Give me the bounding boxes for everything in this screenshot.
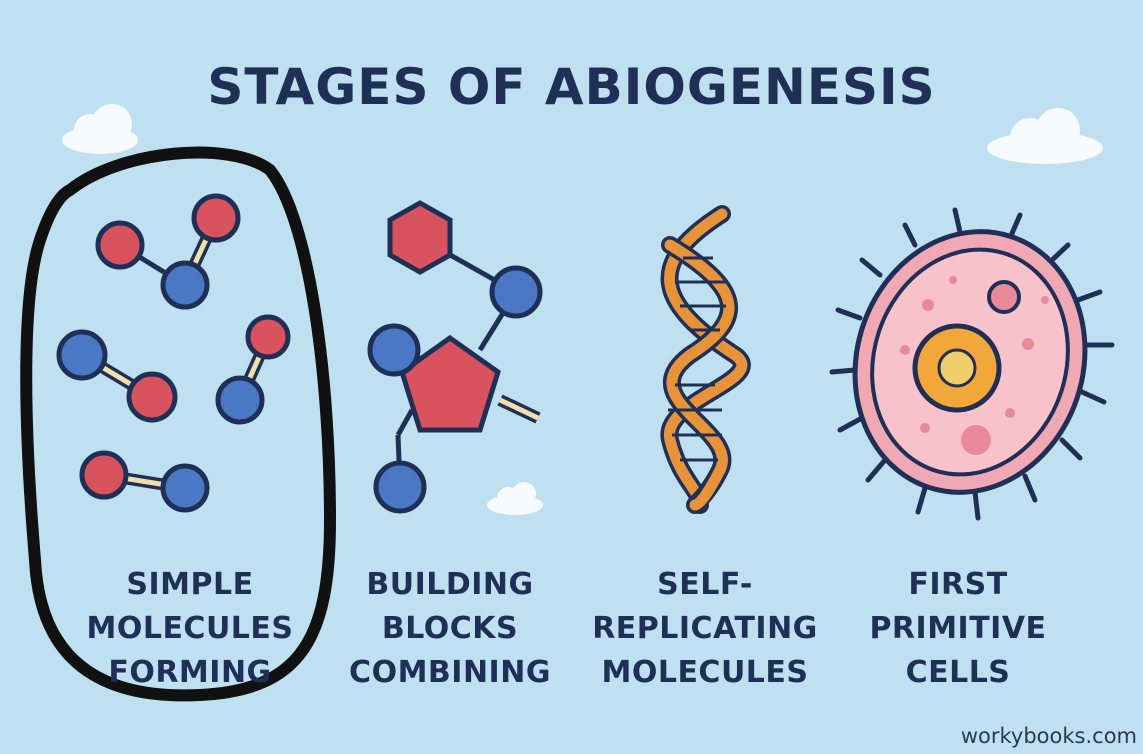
- hexagon-block: [387, 200, 453, 275]
- primitive-cell-illustration: [829, 207, 1115, 521]
- page-title: STAGES OF ABIOGENESIS: [207, 58, 936, 116]
- atom-red: [191, 193, 241, 243]
- atom-red: [126, 371, 178, 423]
- atom-red: [79, 450, 129, 500]
- atom-red: [95, 220, 145, 270]
- stage-label-simple-molecules: SIMPLE MOLECULES FORMING: [86, 567, 294, 690]
- watermark: workybooks.com: [960, 724, 1137, 748]
- cloud-icon: [62, 104, 138, 154]
- cloud-icon: [987, 108, 1103, 164]
- atom-red: [245, 314, 291, 360]
- simple-molecules-illustration: [56, 193, 291, 513]
- atom-blue: [367, 323, 421, 377]
- building-blocks-illustration: [367, 200, 543, 514]
- dna-helix-illustration: [660, 205, 751, 514]
- cloud-icon: [487, 482, 543, 515]
- stage-label-building-blocks: BUILDING BLOCKS COMBINING: [349, 567, 551, 690]
- atom-blue: [489, 265, 543, 319]
- atom-blue: [215, 375, 265, 425]
- hand-drawn-circle-annotation: [20, 146, 336, 702]
- atom-blue: [160, 260, 210, 310]
- cell-spikes: [829, 207, 1115, 521]
- stage-label-primitive-cells: FIRST PRIMITIVE CELLS: [869, 567, 1047, 690]
- stage-label-self-replicating: SELF- REPLICATING MOLECULES: [592, 567, 818, 690]
- atom-blue: [373, 460, 427, 514]
- atom-blue: [160, 463, 210, 513]
- atom-blue: [56, 329, 108, 381]
